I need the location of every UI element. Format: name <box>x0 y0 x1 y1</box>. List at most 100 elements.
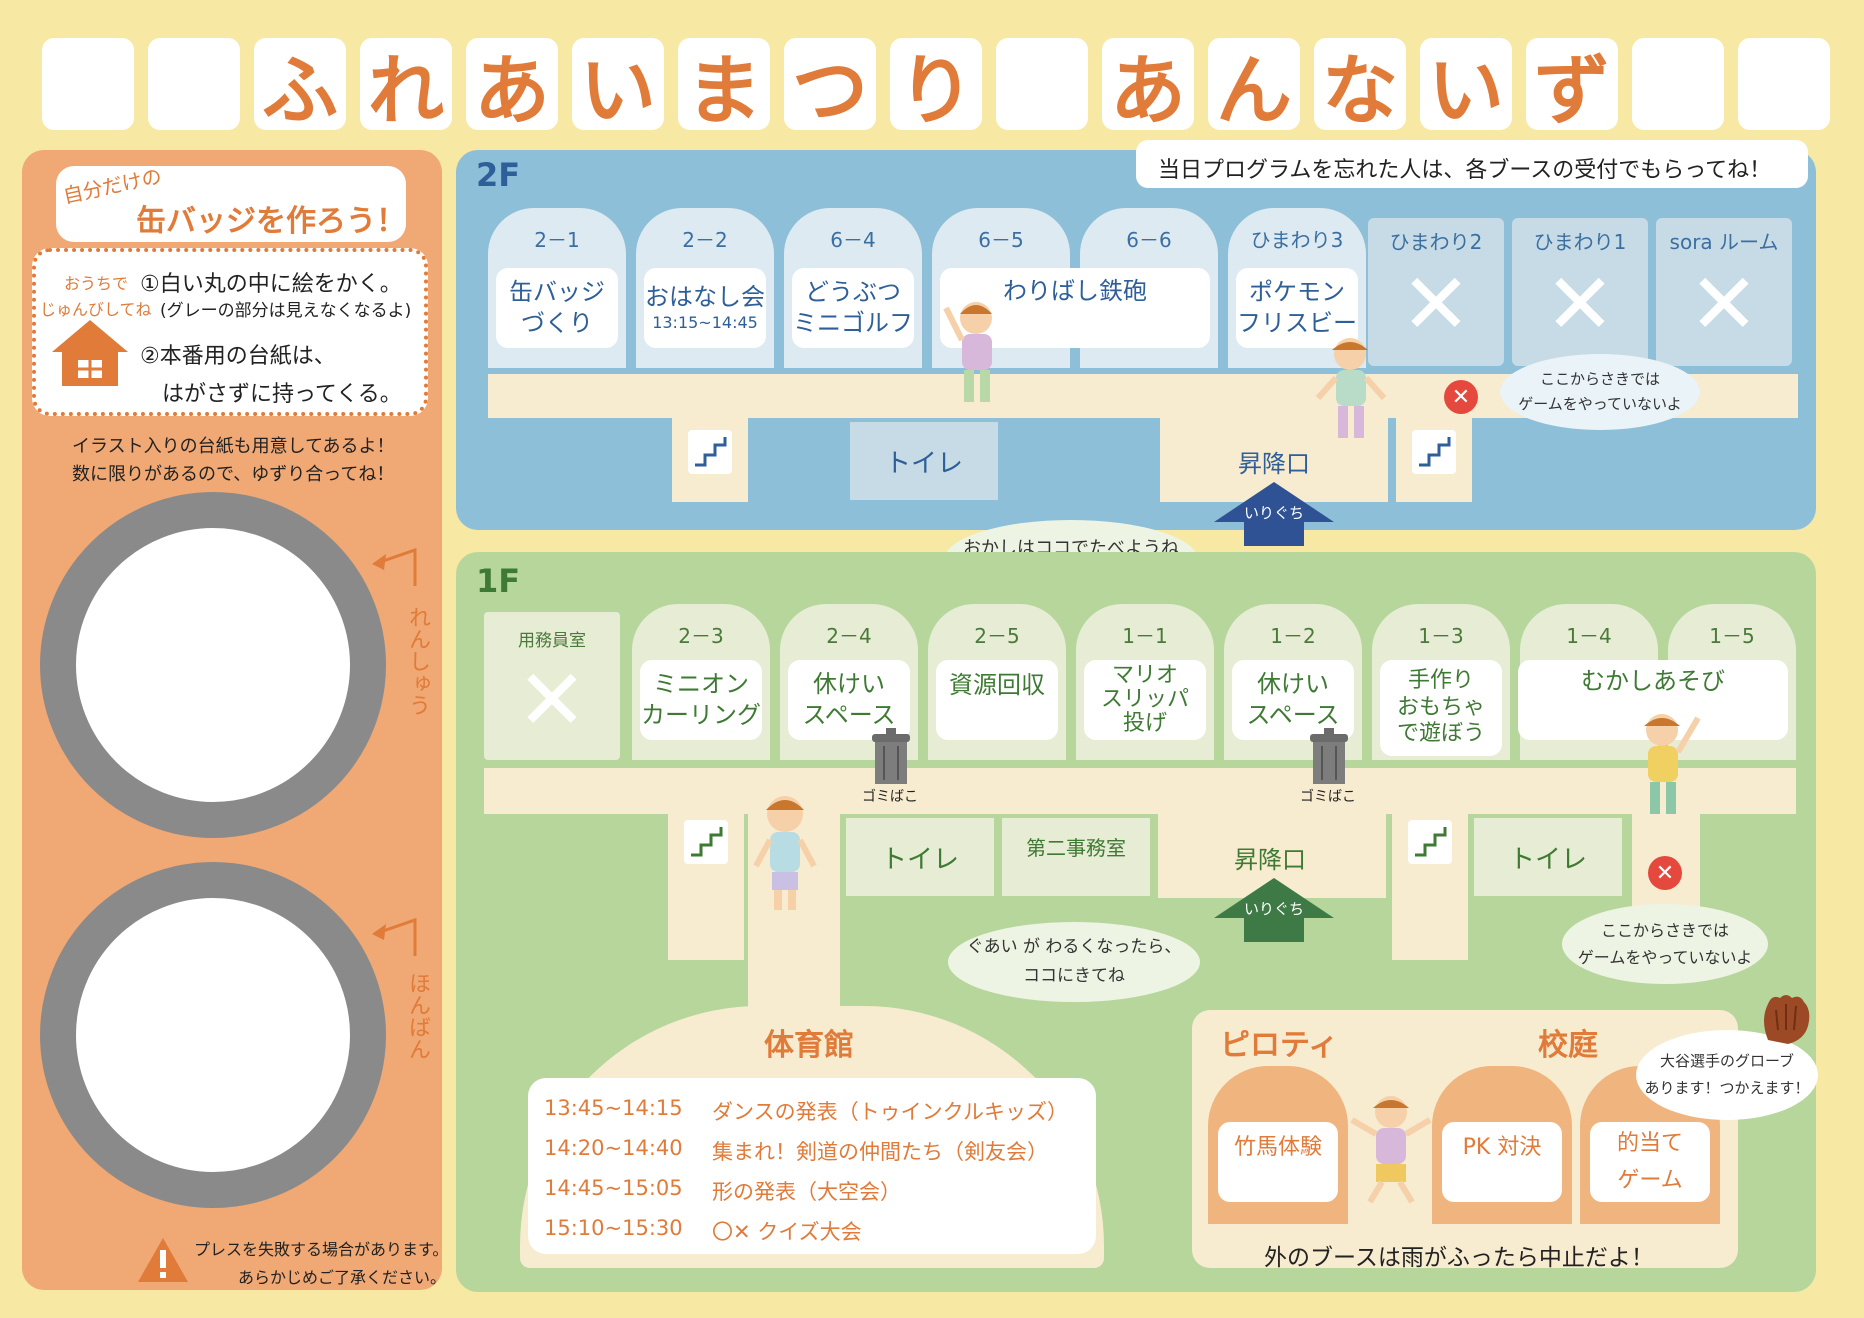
booth-name: 竹馬体験 <box>1233 1135 1322 1160</box>
room-number: 2－1 <box>534 228 580 252</box>
booth-name: 資源回収 <box>949 671 1045 699</box>
room-number: 6－4 <box>830 228 876 252</box>
entrance-label: いりぐち <box>1244 900 1305 918</box>
room-sora: sora ルーム ✕ <box>1656 218 1792 366</box>
no-games-text: ここからさきでは ゲームをやっていないよ <box>1577 920 1753 967</box>
toilet-2f[interactable]: トイレ <box>850 422 998 500</box>
room-number: ひまわり2 <box>1389 230 1483 254</box>
trash-can-icon <box>868 728 914 790</box>
closed-icon: ✕ <box>1400 255 1472 353</box>
schedule-event: ダンスの発表（トゥインクルキッズ） <box>712 1100 1068 1124</box>
rain-note: 外のブースは雨がふったら中止だよ！ <box>1264 1245 1654 1271</box>
title-tile: ん <box>1208 38 1300 135</box>
glove-bubble: 大谷選手のグローブ あります！つかえます！ <box>1636 1030 1818 1120</box>
house-icon <box>50 318 130 388</box>
home-label: おうちで <box>64 274 129 293</box>
booth-pk-shootout[interactable]: PK 対決 <box>1442 1122 1562 1202</box>
toilet-1f[interactable]: トイレ <box>846 818 994 896</box>
arrow-left-icon <box>370 547 420 592</box>
warning-icon <box>136 1236 190 1288</box>
gym-title: 体育館 <box>764 1028 854 1063</box>
home-label: じゅんびしてね <box>40 300 152 319</box>
room-himawari-1: ひまわり1 ✕ <box>1512 218 1648 366</box>
booth-pokemon-frisbee[interactable]: ポケモン フリスビー <box>1236 268 1358 348</box>
booth-animal-minigolf[interactable]: どうぶつ ミニゴルフ <box>792 268 914 348</box>
yard-title: 校庭 <box>1538 1028 1598 1063</box>
title-tile: い <box>1420 38 1512 135</box>
sick-bubble: ぐあい が わるくなったら、 ココにきてね <box>948 922 1200 1002</box>
title-tile: ふ <box>254 38 346 135</box>
second-office[interactable]: 第二事務室 <box>1002 818 1150 896</box>
child-illustration <box>1346 1090 1436 1214</box>
room-number: 2－3 <box>678 624 724 648</box>
final-circle[interactable] <box>40 862 386 1208</box>
booth-stilts[interactable]: 竹馬体験 <box>1218 1122 1338 1202</box>
booth-name: PK 対決 <box>1462 1135 1542 1160</box>
title-tile <box>1738 38 1830 130</box>
booth-handmade-toys[interactable]: 手作り おもちゃ で遊ぼう <box>1380 660 1502 756</box>
gym-schedule: 13:45~14:15 ダンスの発表（トゥインクルキッズ） 14:20~14:4… <box>528 1078 1096 1254</box>
room-number: 2－5 <box>974 624 1020 648</box>
schedule-event: 形の発表（大空会） <box>712 1180 901 1204</box>
toilet-label: トイレ <box>1508 844 1587 875</box>
program-notice: 当日プログラムを忘れた人は、各ブースの受付でもらってね！ <box>1158 158 1772 183</box>
schedule-time: 15:10~15:30 <box>544 1216 683 1240</box>
closed-icon: ✕ <box>1544 255 1616 353</box>
schedule-time: 14:20~14:40 <box>544 1136 683 1160</box>
stairs-icon <box>684 820 728 864</box>
floor-1-hallway <box>484 768 1796 814</box>
stairs-icon <box>688 430 732 474</box>
booth-minion-curling[interactable]: ミニオン カーリング <box>640 660 762 740</box>
sidebar-note: 数に限りがあるので、ゆずり合ってね！ <box>72 464 395 485</box>
step-2: ②本番用の台紙は、 <box>140 344 336 369</box>
room-number: 2－2 <box>682 228 728 252</box>
closed-icon: ✕ <box>516 651 588 749</box>
arrow-left-icon <box>370 917 420 962</box>
final-label: ほんばん <box>405 972 430 1060</box>
schedule-time: 13:45~14:15 <box>544 1096 683 1120</box>
booth-name: むかしあそび <box>1581 667 1725 695</box>
practice-circle[interactable] <box>40 492 386 838</box>
title-tile: り <box>890 38 982 135</box>
booth-rest-space[interactable]: 休けい スペース <box>788 660 910 740</box>
room-number: sora ルーム <box>1669 230 1779 254</box>
booth-recycling[interactable]: 資源回収 <box>936 660 1058 740</box>
title-tile: つ <box>784 38 876 135</box>
title-tile: ず <box>1526 38 1618 135</box>
trash-label: ゴミばこ <box>862 789 918 805</box>
entrance-label: いりぐち <box>1244 504 1305 522</box>
booth-name: 手作り おもちゃ で遊ぼう <box>1396 668 1485 747</box>
room-number: 2－4 <box>826 624 872 648</box>
booth-rest-space[interactable]: 休けい スペース <box>1232 660 1354 740</box>
stairs-icon <box>1408 820 1452 864</box>
room-number: 用務員室 <box>518 631 586 651</box>
toilet-label: トイレ <box>884 448 963 479</box>
trash-label: ゴミばこ <box>1300 789 1356 805</box>
step-1-note: (グレーの部分は見えなくなるよ) <box>160 301 412 321</box>
floor-1-label: 1F <box>476 562 521 600</box>
booth-target-game[interactable]: 的当て ゲーム <box>1590 1122 1710 1202</box>
room-number: 1－5 <box>1709 624 1755 648</box>
room-number: 1－2 <box>1270 624 1316 648</box>
booth-name: 缶バッジ づくり <box>509 277 605 337</box>
booth-name: ポケモン フリスビー <box>1237 277 1357 337</box>
child-illustration <box>748 790 822 924</box>
child-illustration <box>1310 332 1390 456</box>
booth-mario-slipper[interactable]: マリオ スリッパ 投げ <box>1084 660 1206 740</box>
no-games-bubble: ここからさきでは ゲームをやっていないよ <box>1562 904 1768 984</box>
schedule-time: 14:45~15:05 <box>544 1176 683 1200</box>
warning-text: あらかじめご了承ください。 <box>238 1268 447 1287</box>
booth-badge-making[interactable]: 缶バッジ づくり <box>496 268 618 348</box>
toilet-1f-east[interactable]: トイレ <box>1474 818 1622 896</box>
booth-time: 13:15~14:45 <box>652 313 758 333</box>
office-label: 第二事務室 <box>1026 836 1126 860</box>
room-number: 1－4 <box>1566 624 1612 648</box>
entrance-arrow-icon <box>1214 482 1334 522</box>
baseball-glove-icon <box>1758 990 1814 1050</box>
booth-name: ミニオン カーリング <box>641 669 761 729</box>
title-tile: な <box>1314 38 1406 135</box>
closed-icon: ✕ <box>1688 255 1760 353</box>
entrance-arrow-icon <box>1214 878 1334 918</box>
entrance-arrow-stem <box>1244 518 1304 546</box>
